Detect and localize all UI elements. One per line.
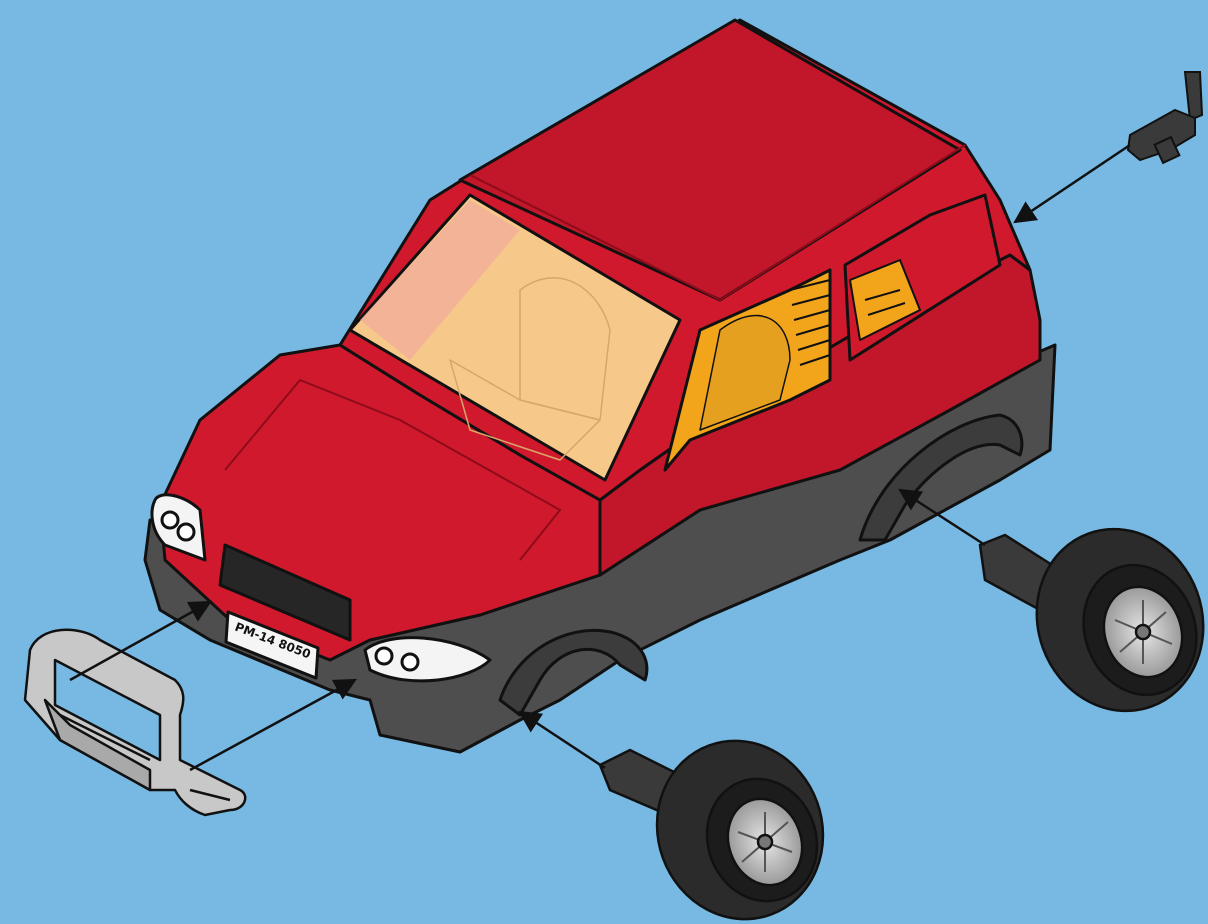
car-body: PM-14 8050 [145, 20, 1055, 752]
rear-wheel-axle [980, 506, 1208, 735]
front-wheel-axle [600, 717, 848, 924]
bull-bar [25, 630, 245, 815]
arrow-front-axle [520, 712, 605, 768]
arrow-bull-bar-bottom [190, 680, 355, 770]
arrow-tow-hook [1015, 145, 1130, 222]
tow-hook [1128, 72, 1202, 163]
